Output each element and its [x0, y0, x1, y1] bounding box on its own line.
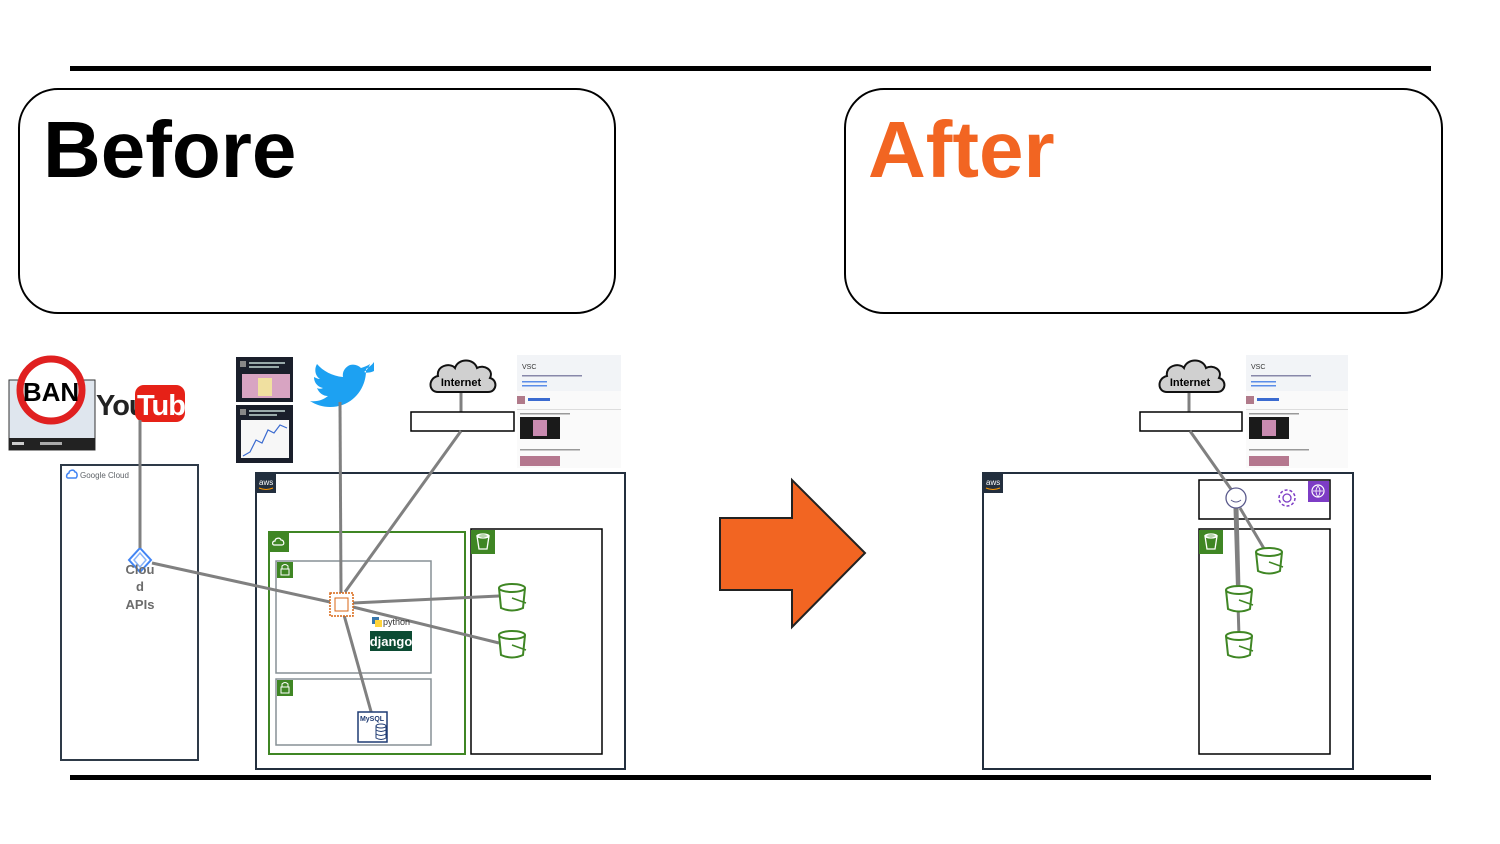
vsc-title: VSC [522, 364, 536, 371]
django-label: django [370, 634, 413, 649]
before-title: Before [43, 105, 297, 194]
bottom-rule [70, 775, 1431, 780]
internet-label-after: Internet [1170, 377, 1211, 389]
s3-bucket-icon [1225, 585, 1254, 613]
mysql-database-icon: MySQL [357, 711, 388, 743]
cloud-apis-label-2: d [136, 579, 144, 594]
connectors-before [138, 401, 500, 716]
google-cloud-container: Google Cloud [60, 464, 199, 761]
after-panel [844, 88, 1443, 314]
gateway-box-after [1139, 411, 1243, 432]
aws-label-after: aws [986, 478, 1000, 487]
after-title: After [868, 105, 1055, 194]
lambda-gear-icon [1278, 489, 1296, 507]
tweet-screenshot-2 [236, 405, 293, 463]
s3-bucket-icon [498, 630, 527, 659]
cloudfront-icon [1225, 487, 1247, 509]
vsc-title-after: VSC [1251, 364, 1265, 371]
ban-icon: BAN [16, 355, 86, 425]
gateway-box [410, 411, 515, 432]
ban-label: BAN [23, 377, 79, 407]
aws-label-before: aws [259, 478, 273, 487]
youtube-logo: You Tube [96, 385, 202, 422]
connectors-after [1188, 430, 1268, 637]
right-arrow [719, 477, 867, 630]
public-subnet [275, 560, 432, 674]
private-subnet [275, 678, 432, 746]
internet-cloud-icon: Internet [1158, 359, 1226, 393]
vpc-container [268, 531, 466, 755]
top-rule [70, 66, 1431, 71]
before-panel [18, 88, 616, 314]
vsc-website-screenshot-after: VSC [1246, 355, 1348, 468]
s3-bucket-icon [1225, 631, 1254, 659]
mysql-label: MySQL [360, 716, 385, 723]
s3-bucket-icon [498, 583, 527, 612]
internet-cloud-icon: Internet [429, 359, 497, 393]
python-label: python [383, 617, 410, 627]
ec2-instance-icon [329, 592, 354, 617]
python-logo: python [372, 617, 410, 627]
django-logo: django [370, 631, 413, 651]
twitter-icon [310, 362, 374, 407]
cloud-apis-icon: Clou d APIs [126, 546, 155, 612]
cloud-apis-label-1: Clou [126, 562, 155, 577]
cloud-apis-label-3: APIs [126, 597, 155, 612]
tweet-screenshot-1 [236, 357, 293, 402]
vsc-website-screenshot: VSC [517, 355, 621, 468]
amplify-icon [1308, 481, 1329, 502]
google-cloud-label: Google Cloud [80, 471, 129, 480]
internet-label: Internet [441, 377, 482, 389]
youtube-tube: Tube [137, 390, 201, 422]
s3-bucket-icon [1255, 547, 1284, 575]
